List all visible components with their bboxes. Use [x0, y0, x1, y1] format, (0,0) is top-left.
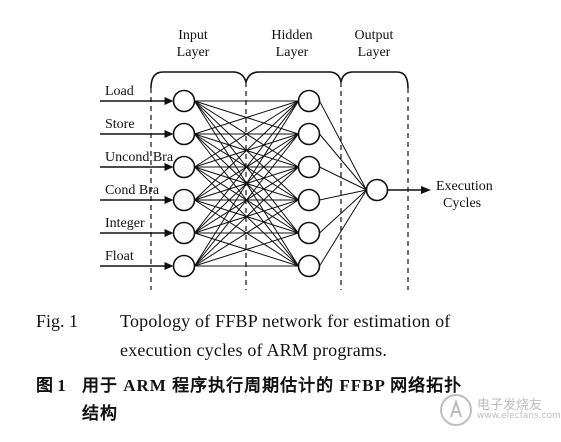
- input-node-3: [172, 155, 196, 179]
- hidden-node-1: [297, 89, 321, 113]
- connection-hidden-5-output: [319, 189, 367, 234]
- hidden-node-3: [297, 155, 321, 179]
- watermark-text: 电子发烧友: [477, 398, 543, 413]
- hidden-node-4: [297, 188, 321, 212]
- input-arrowhead-2: [164, 130, 174, 138]
- input-arrowhead-5: [164, 229, 174, 237]
- input-label-6: Float: [105, 249, 134, 264]
- caption-english-line2: execution cycles of ARM programs.: [120, 340, 388, 360]
- caption-chinese-figure-number: 图 1: [36, 376, 66, 395]
- input-label-4: Cond Bra: [105, 183, 160, 198]
- output-arrowhead: [421, 186, 431, 194]
- hidden-node-5: [297, 221, 321, 245]
- input-arrowhead-6: [164, 262, 174, 270]
- hidden-layer-title-line2: Layer: [276, 45, 309, 60]
- connection-hidden-4-output: [319, 189, 367, 201]
- output-label-line1: Execution: [436, 179, 493, 194]
- input-arrowhead-1: [164, 97, 174, 105]
- output-layer-title-line2: Layer: [358, 45, 391, 60]
- output-label-line2: Cycles: [443, 196, 481, 211]
- input-label-5: Integer: [105, 216, 145, 231]
- hidden-node-6: [297, 254, 321, 278]
- connection-input-5-hidden-1: [194, 100, 299, 234]
- input-node-6: [172, 254, 196, 278]
- connection-hidden-3-output: [319, 166, 367, 191]
- input-label-2: Store: [105, 117, 135, 132]
- connection-input-6-hidden-3: [194, 166, 299, 267]
- connection-input-3-hidden-1: [194, 100, 299, 168]
- connection-input-6-hidden-4: [194, 199, 299, 267]
- output-layer-title-line1: Output: [355, 28, 394, 43]
- connection-hidden-2-output: [319, 133, 367, 191]
- connection-hidden-1-output: [319, 100, 367, 191]
- input-layer-title-line1: Input: [178, 28, 208, 43]
- connection-input-6-hidden-2: [194, 133, 299, 267]
- connection-input-2-hidden-1: [194, 100, 299, 135]
- input-arrowhead-4: [164, 196, 174, 204]
- connection-input-6-hidden-5: [194, 232, 299, 267]
- caption-chinese-line1: 用于 ARM 程序执行周期估计的 FFBP 网络拓扑: [82, 376, 463, 395]
- input-arrowhead-3: [164, 163, 174, 171]
- input-node-1: [172, 89, 196, 113]
- input-label-3: Uncond Bra: [105, 150, 174, 165]
- connection-input-6-hidden-1: [194, 100, 299, 267]
- watermark-logo-icon: [440, 394, 472, 426]
- input-node-4: [172, 188, 196, 212]
- watermark-url: www.elecfans.com: [477, 411, 561, 421]
- hidden-node-2: [297, 122, 321, 146]
- caption-english-line1: Topology of FFBP network for estimation …: [120, 311, 451, 331]
- caption-chinese-line2: 结构: [82, 404, 118, 423]
- watermark-logo: 电子发烧友 www.elecfans.com: [437, 392, 561, 428]
- hidden-layer-title-line1: Hidden: [271, 28, 312, 43]
- input-layer-title-line2: Layer: [177, 45, 210, 60]
- input-node-5: [172, 221, 196, 245]
- input-label-1: Load: [105, 84, 134, 99]
- connection-input-4-hidden-1: [194, 100, 299, 201]
- caption-figure-number: Fig. 1: [36, 311, 79, 331]
- connection-hidden-6-output: [319, 189, 367, 267]
- layer-bracket-top: [150, 71, 409, 89]
- output-node: [365, 178, 389, 202]
- input-node-2: [172, 122, 196, 146]
